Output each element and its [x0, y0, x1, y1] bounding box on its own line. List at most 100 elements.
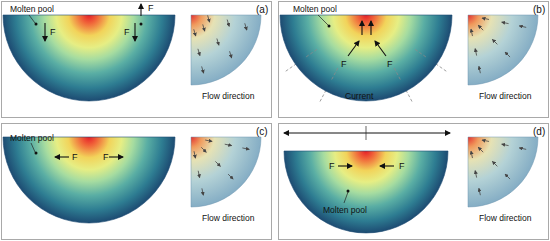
- current-line: [394, 68, 401, 81]
- current-line: [305, 49, 317, 58]
- figure-panel: (b) Molten poolF F Current Flow direction: [278, 1, 549, 118]
- flow-arrow: [198, 171, 199, 178]
- flow-arrow: [492, 161, 497, 166]
- molten-pool: [3, 137, 175, 223]
- flow-arrow: [230, 51, 232, 58]
- flow-arrow: [502, 22, 509, 23]
- marker-dot: [328, 25, 331, 28]
- flow-arrow: [201, 147, 206, 152]
- force-arrow: [109, 156, 123, 157]
- force-label: F: [399, 162, 405, 171]
- part-label: Molten pool: [293, 5, 337, 14]
- flow-arrow: [217, 39, 219, 46]
- flow-arrow: [482, 18, 489, 19]
- caption-label: Flow direction: [202, 214, 254, 223]
- flow-arrow: [478, 147, 483, 152]
- force-label: F: [329, 162, 335, 171]
- force-arrow: [348, 41, 359, 56]
- marker-dot: [140, 23, 143, 26]
- panel-label: (c): [256, 127, 268, 137]
- force-label: F: [148, 4, 154, 13]
- part-label: Molten pool: [323, 206, 367, 215]
- marker-dot: [347, 190, 350, 193]
- flow-arrow: [519, 148, 526, 149]
- flow-arrow: [227, 20, 229, 27]
- figure-panel: (c) Molten poolF F Flow direction: [1, 123, 272, 240]
- flow-arrow: [479, 188, 480, 195]
- panel-label: (a): [256, 5, 268, 15]
- force-arrow: [380, 165, 394, 166]
- molten-pool: [284, 151, 448, 233]
- current-line: [415, 49, 427, 58]
- flow-arrow: [492, 39, 497, 44]
- force-label: F: [387, 60, 393, 69]
- flow-quadrant: [468, 137, 538, 207]
- center-tick: [366, 126, 367, 140]
- flow-arrow: [215, 161, 220, 166]
- flow-arrow: [225, 144, 232, 145]
- force-arrow: [55, 156, 69, 157]
- caption-label: Flow direction: [479, 92, 531, 101]
- panel-illustration: [3, 137, 261, 223]
- part-label: Molten pool: [10, 134, 54, 143]
- flow-arrow: [198, 49, 200, 56]
- current-line: [331, 68, 338, 81]
- width-arrow: [284, 133, 450, 134]
- flow-arrow: [478, 25, 483, 30]
- force-label: F: [103, 153, 109, 162]
- leader-line: [29, 15, 35, 23]
- flow-arrow: [203, 24, 205, 31]
- flow-arrow: [208, 15, 210, 22]
- caption-label: Flow direction: [479, 214, 531, 223]
- force-arrow: [370, 21, 371, 35]
- force-arrow: [140, 4, 141, 16]
- figure-panel: (a)Molten poolFFFFlow direction: [1, 1, 272, 118]
- flow-arrow: [242, 148, 249, 149]
- force-arrow: [375, 41, 386, 56]
- flow-quadrant: [191, 137, 261, 207]
- flow-arrow: [505, 52, 510, 57]
- panel-label: (b): [533, 5, 545, 15]
- current-label: Current: [345, 92, 373, 101]
- panel-illustration: [3, 4, 261, 101]
- panel-illustration: [284, 126, 538, 233]
- flow-arrow: [194, 151, 195, 158]
- flow-arrow: [475, 171, 476, 178]
- flow-arrow: [228, 174, 233, 179]
- marker-dot: [35, 23, 38, 26]
- flow-arrow: [479, 66, 480, 73]
- caption-label: Flow direction: [202, 92, 254, 101]
- flow-arrow: [482, 140, 489, 141]
- figure-panel: (d) Molten pool F F Flow direction: [278, 123, 549, 240]
- flow-arrow: [505, 174, 510, 179]
- force-label: F: [124, 28, 130, 37]
- flow-arrow: [471, 151, 472, 158]
- flow-arrow: [519, 26, 526, 27]
- flow-quadrant: [191, 15, 261, 85]
- flow-arrow: [194, 29, 196, 36]
- panel-label: (d): [533, 127, 545, 137]
- leader-line: [31, 143, 35, 152]
- leader-line: [344, 192, 348, 203]
- flow-arrow: [202, 66, 204, 73]
- flow-arrow: [475, 49, 476, 56]
- molten-pool: [280, 15, 452, 101]
- flow-arrow: [471, 29, 472, 36]
- force-label: F: [50, 28, 56, 37]
- marker-dot: [35, 152, 38, 155]
- flow-arrow: [202, 188, 203, 195]
- panel-illustration: [280, 15, 538, 103]
- flow-quadrant: [468, 15, 538, 85]
- force-label: F: [341, 60, 347, 69]
- force-label: F: [72, 153, 78, 162]
- leader-line: [318, 15, 328, 25]
- part-label: Molten pool: [10, 5, 54, 14]
- flow-arrow: [205, 140, 212, 141]
- force-arrow: [134, 23, 135, 41]
- force-arrow: [44, 23, 45, 41]
- force-arrow: [361, 21, 362, 35]
- molten-pool: [3, 15, 175, 101]
- flow-arrow: [245, 23, 247, 30]
- force-arrow: [338, 165, 352, 166]
